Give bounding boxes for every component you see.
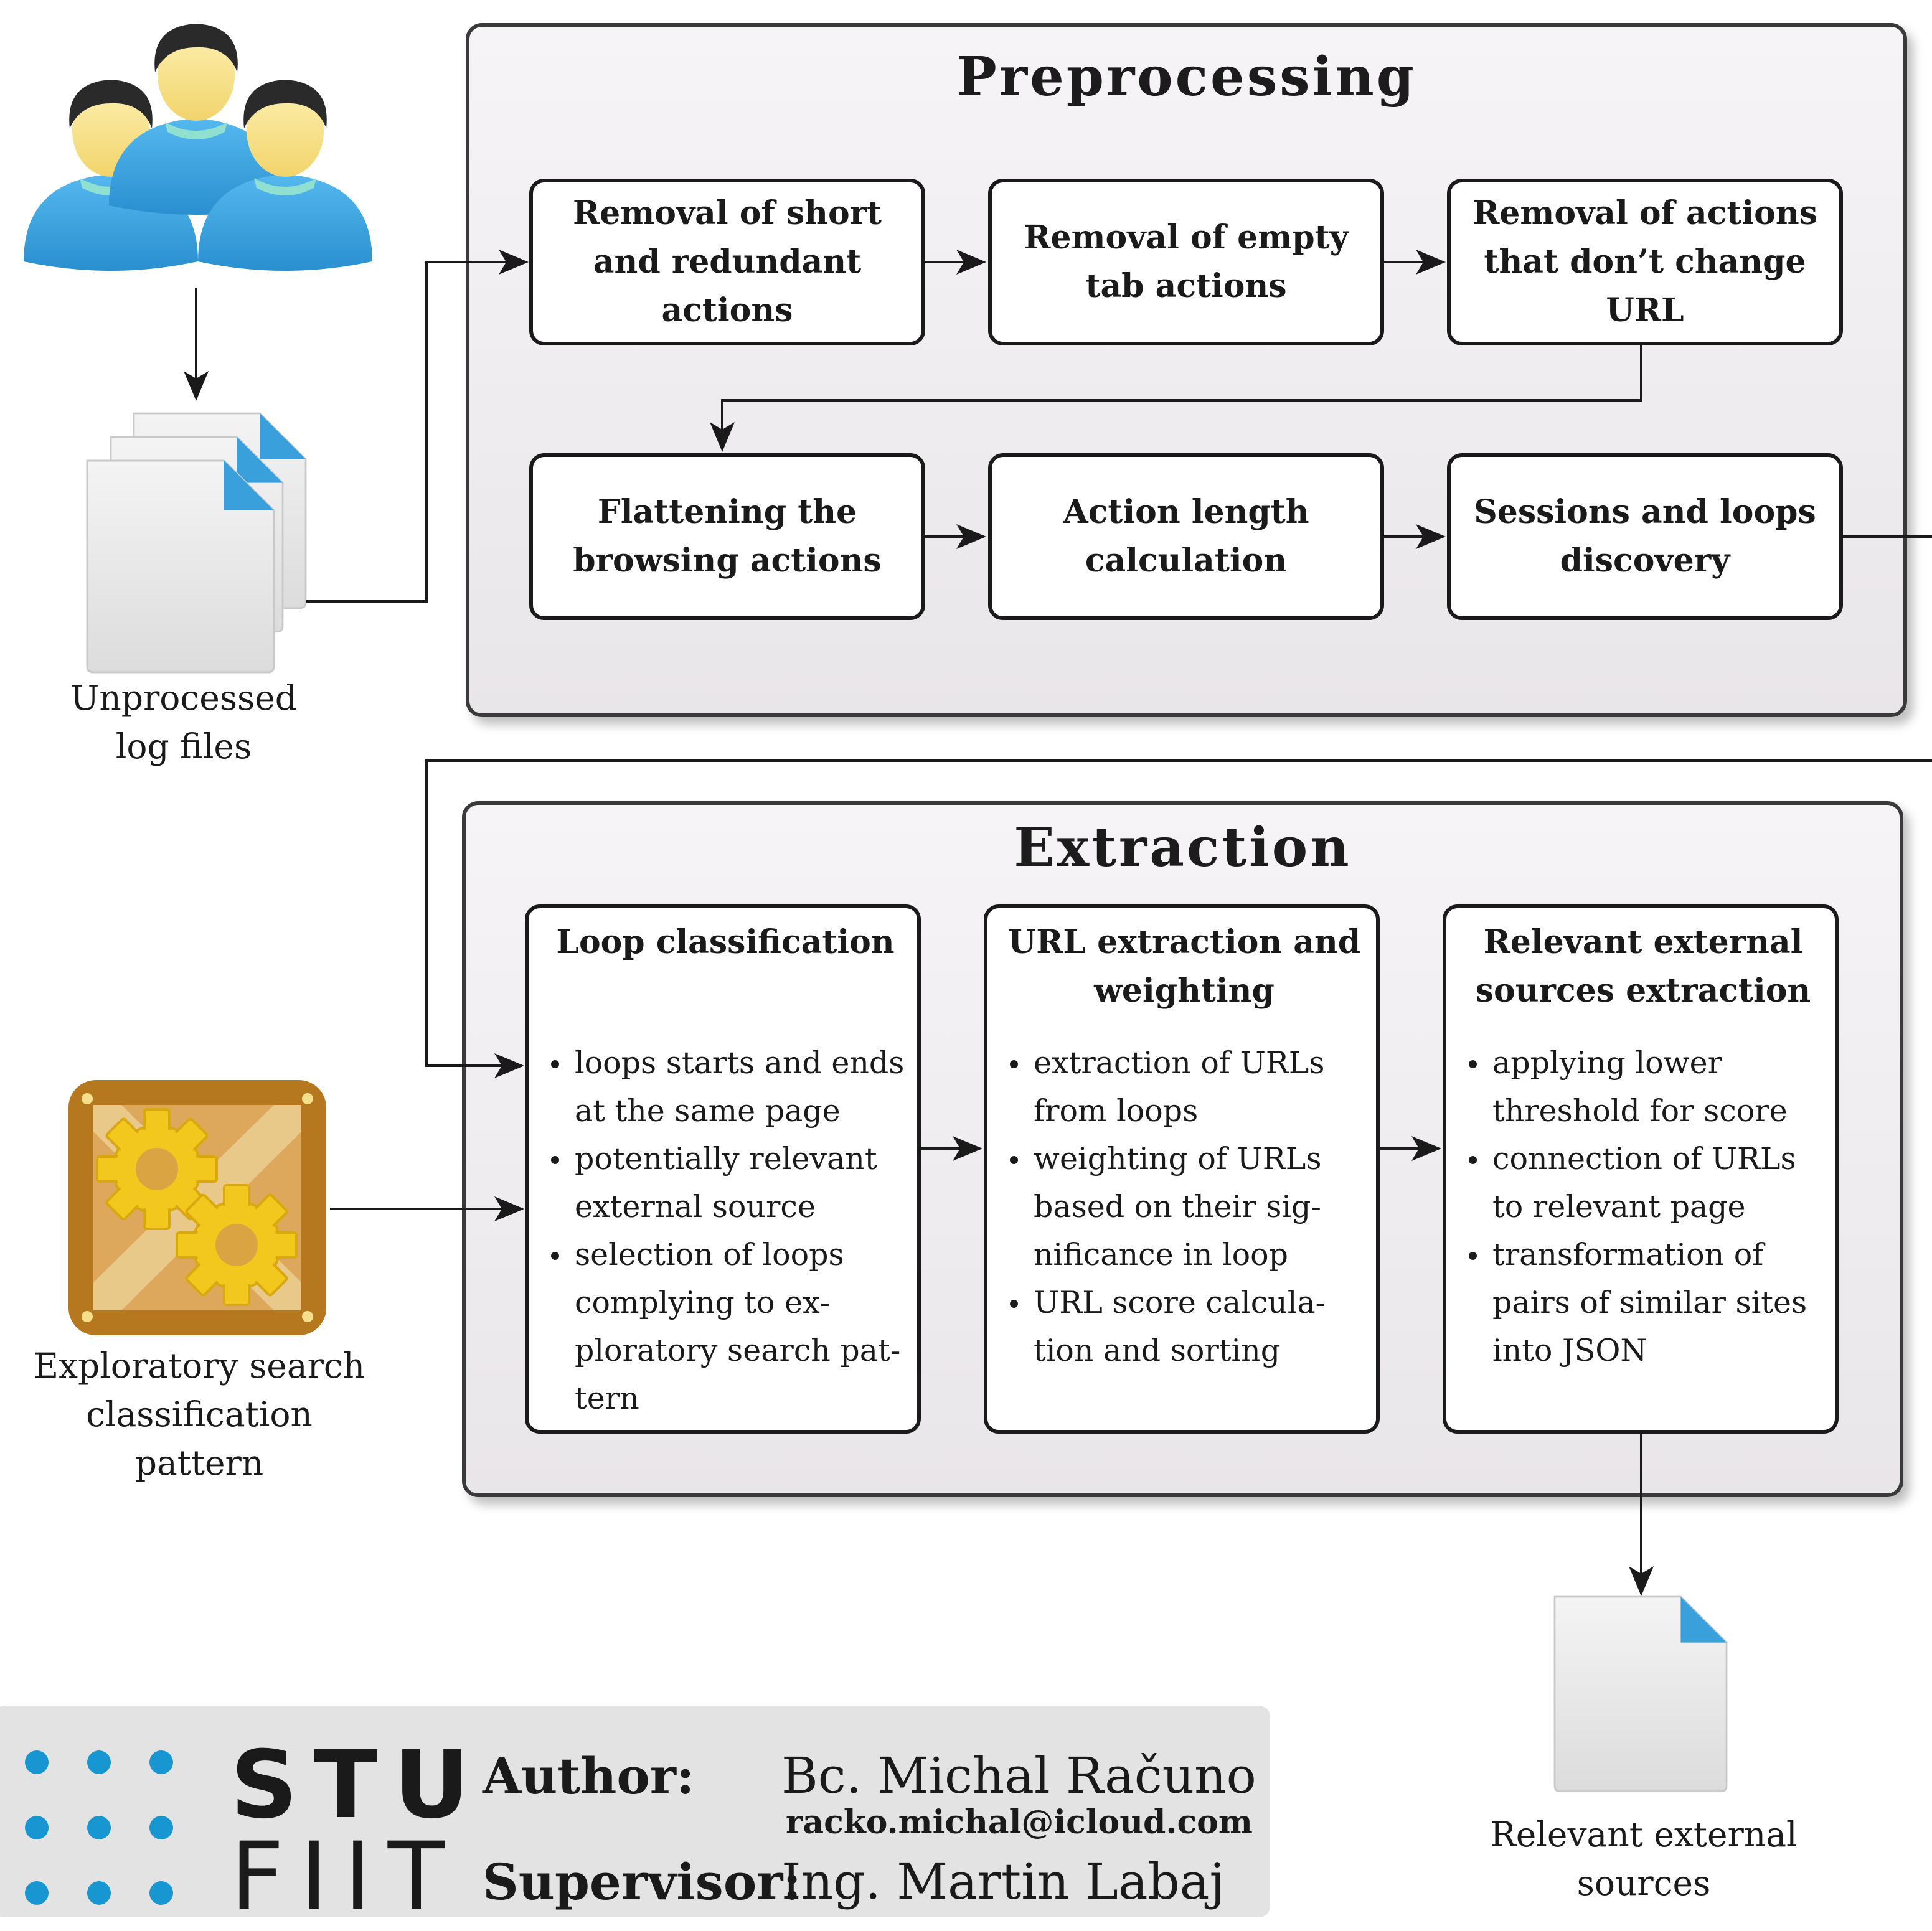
documents-stack-icon: [86, 412, 307, 674]
supervisor-name: Ing. Martin Labaj: [781, 1853, 1225, 1910]
author-label: Author:: [483, 1747, 695, 1805]
step-label: Removal of empty tab actions: [1024, 218, 1349, 305]
box-bullets: extraction of URLs from loops weighting …: [1004, 1039, 1365, 1374]
step-removal-empty-tab: Removal of empty tab actions: [988, 179, 1384, 345]
bullet-item: selection of loops complying to ex­plora…: [545, 1231, 906, 1422]
pattern-caption: Exploratory search classification patter…: [19, 1341, 380, 1487]
logs-caption: Unprocessed log files: [59, 674, 308, 771]
step-label: Action length calculation: [1063, 493, 1309, 580]
sources-caption-text: Relevant external sources: [1490, 1815, 1798, 1903]
step-flattening: Flattening the browsing actions: [529, 453, 925, 620]
supervisor-label: Supervisor:: [483, 1853, 801, 1911]
bullet-item: URL score calcula­tion and sorting: [1004, 1279, 1365, 1374]
step-label: Removal of short and redundant actions: [572, 194, 882, 329]
author-email: racko.michal@icloud.com: [786, 1803, 1253, 1841]
step-label: Flattening the browsing actions: [573, 493, 882, 580]
document-icon: [1553, 1595, 1728, 1793]
step-removal-url-unchanged: Removal of actions that don’t change URL: [1447, 179, 1843, 345]
logs-caption-text: Unprocessed log files: [70, 678, 297, 766]
fiit-logo-text: FIIT: [230, 1823, 461, 1931]
users-group-icon: [24, 24, 372, 271]
step-action-length: Action length calculation: [988, 453, 1384, 620]
step-sessions-loops: Sessions and loops discovery: [1447, 453, 1843, 620]
bullet-item: potentially relevant external source: [545, 1135, 906, 1231]
footer-panel: [0, 1706, 1270, 1917]
stu-logo-text: STU: [230, 1731, 486, 1839]
pattern-caption-text: Exploratory search classification patter…: [33, 1346, 365, 1483]
step-label: Removal of actions that don’t change URL: [1473, 194, 1817, 329]
bullet-item: connection of URLs to relevant page: [1463, 1135, 1824, 1231]
step-label: Sessions and loops discovery: [1474, 493, 1816, 580]
gears-box-icon: [68, 1080, 326, 1335]
sources-caption: Relevant external sources: [1488, 1810, 1799, 1907]
author-name: Bc. Michal Računo: [781, 1747, 1256, 1805]
preprocessing-title: Preprocessing: [956, 45, 1416, 108]
bullet-item: weighting of URLs based on their sig­nif…: [1004, 1135, 1365, 1279]
bullet-item: transformation of pairs of similar sites…: [1463, 1231, 1824, 1374]
step-removal-short-redundant: Removal of short and redundant actions: [529, 179, 925, 345]
